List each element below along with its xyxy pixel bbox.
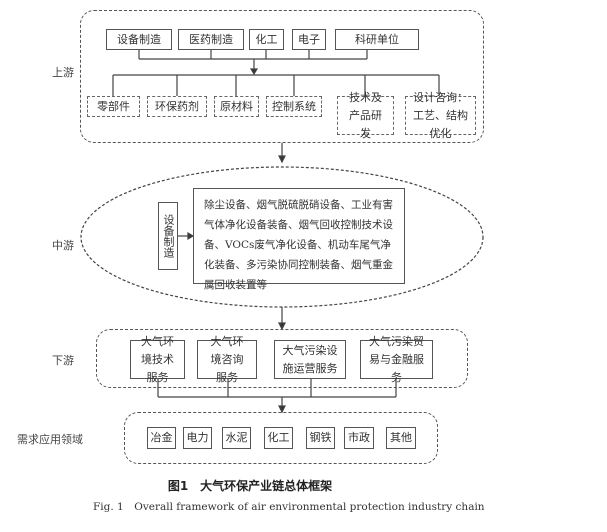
demand-field-box: 钢铁 — [306, 427, 335, 449]
demand-field-box: 其他 — [386, 427, 416, 449]
demand-field-box: 电力 — [183, 427, 212, 449]
upstream-group — [80, 10, 484, 143]
downstream-group — [96, 329, 468, 388]
midstream-label: 中游 — [52, 239, 74, 252]
downstream-service-box: 大气环境技术服务 — [130, 335, 185, 384]
upstream-source-box: 医药制造 — [178, 29, 244, 50]
midstream-details-box: 除尘设备、烟气脱硫脱硝设备、工业有害气体净化设备装备、烟气回收控制技术设备、VO… — [193, 188, 405, 291]
downstream-service-box: 大气环境咨询服务 — [197, 335, 257, 384]
demand-field-box: 冶金 — [147, 427, 176, 449]
upstream-product-box: 技术及产品研发 — [337, 91, 394, 140]
downstream-label: 下游 — [52, 354, 74, 367]
demand-label: 需求应用领域 — [17, 433, 83, 446]
demand-group — [124, 412, 438, 464]
upstream-source-box: 设备制造 — [106, 29, 172, 50]
upstream-source-box: 电子 — [292, 29, 326, 50]
upstream-product-box: 原材料 — [214, 96, 259, 117]
upstream-label: 上游 — [52, 66, 74, 79]
demand-field-box: 水泥 — [222, 427, 251, 449]
upstream-product-box: 设计咨询：工艺、结构优化 — [405, 91, 476, 140]
midstream-category-box: 设备制造 — [158, 202, 178, 270]
downstream-service-box: 大气污染设施运营服务 — [274, 340, 346, 379]
figure-caption-en: Fig. 1 Overall framework of air environm… — [93, 501, 485, 513]
demand-field-box: 化工 — [264, 427, 293, 449]
figure-caption-cn: 图1 大气环保产业链总体框架 — [167, 479, 333, 493]
downstream-service-box: 大气污染贸易与金融服务 — [360, 335, 433, 384]
upstream-product-box: 零部件 — [87, 96, 140, 117]
demand-field-box: 市政 — [344, 427, 374, 449]
upstream-product-box: 环保药剂 — [147, 96, 207, 117]
upstream-source-box: 科研单位 — [335, 29, 419, 50]
upstream-product-box: 控制系统 — [266, 96, 322, 117]
upstream-source-box: 化工 — [249, 29, 284, 50]
